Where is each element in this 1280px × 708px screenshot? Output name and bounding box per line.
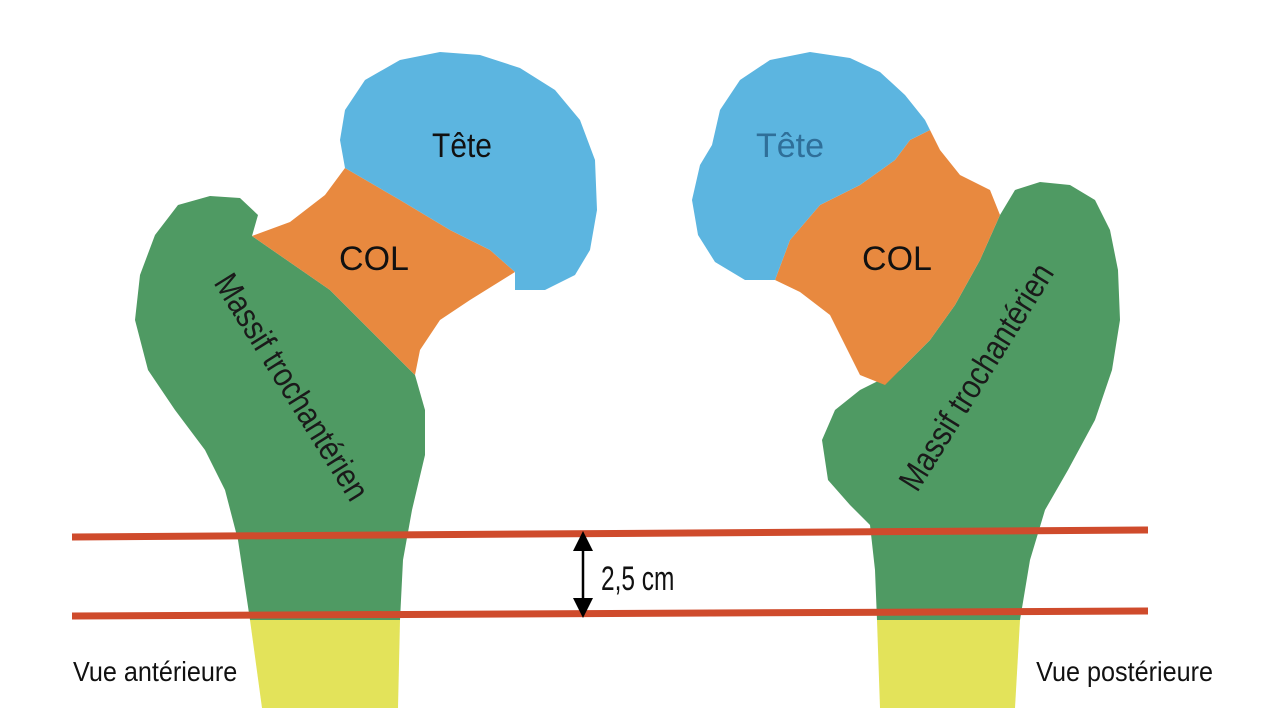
anterior-view-label: Vue antérieure [73, 656, 237, 688]
posterior-tete [692, 52, 930, 280]
measurement-lines [71, 526, 1149, 620]
posterior-view-label: Vue postérieure [1036, 656, 1213, 688]
anterior-diaphysis [250, 620, 400, 708]
anterior-massif-trochanterien [135, 196, 425, 620]
posterior-femur [692, 52, 1120, 708]
anterior-tete [340, 52, 597, 290]
measure-label: 2,5 cm [601, 560, 674, 598]
anterior-col-label: COL [339, 240, 409, 278]
anterior-col [252, 168, 515, 375]
posterior-massif-trochanterien [822, 182, 1120, 620]
posterior-tete-label: Tête [756, 127, 824, 165]
anterior-tete-label: Tête [432, 126, 492, 164]
lower-red-line [71, 607, 1149, 620]
posterior-col-label: COL [862, 240, 932, 278]
anterior-femur [135, 52, 597, 708]
posterior-col [775, 130, 1000, 385]
posterior-diaphysis [877, 620, 1020, 708]
upper-red-line [71, 526, 1149, 541]
